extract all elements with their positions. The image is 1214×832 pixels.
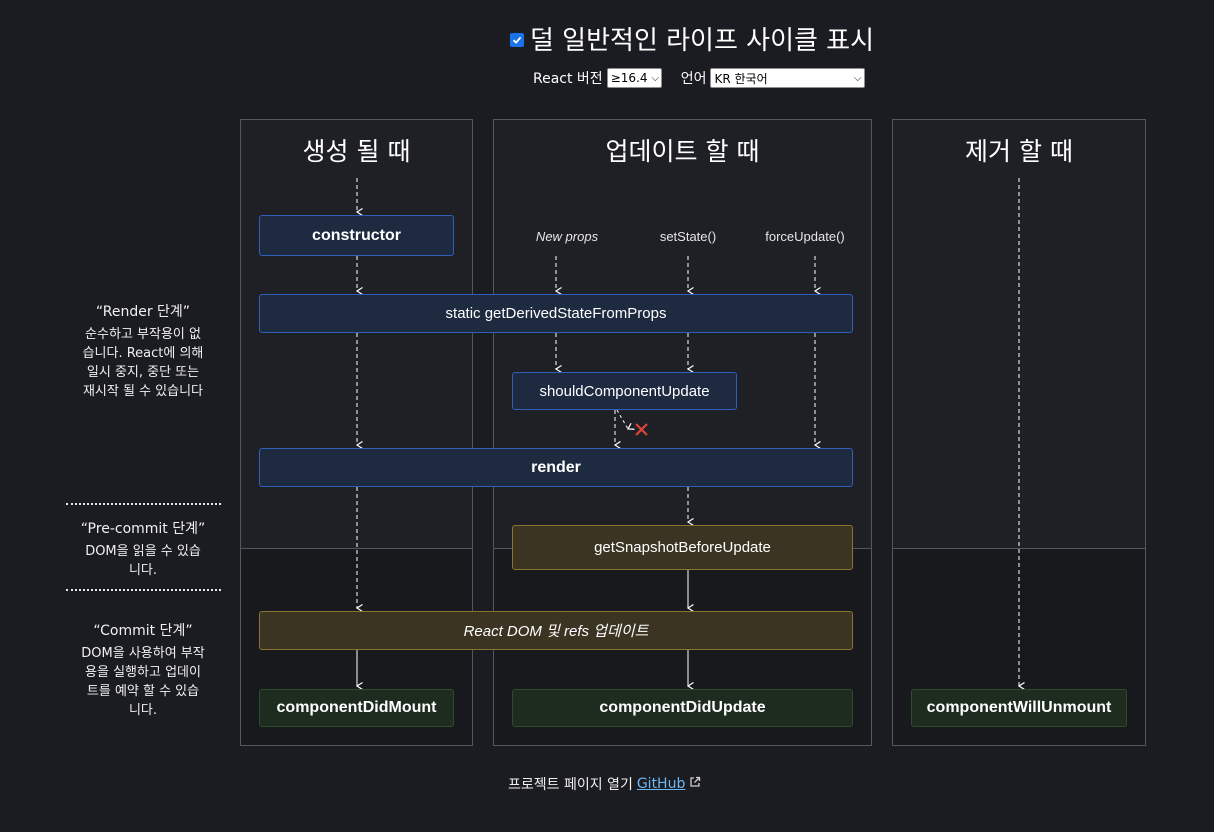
phase-line: 트를 예약 할 수 있습 — [86, 684, 200, 699]
checkbox-icon[interactable] — [510, 33, 524, 47]
phase-separator — [66, 589, 221, 591]
trigger-force-update: forceUpdate() — [765, 229, 845, 244]
commit-phase-description: “Commit 단계” DOM을 사용하여 부작 용을 실행하고 업데이 트를 … — [66, 620, 220, 720]
phase-line: 재시작 될 수 있습니다 — [82, 384, 204, 399]
render-box[interactable]: render — [259, 448, 853, 487]
render-phase-text: 순수하고 부작용이 없 습니다. React에 의해 일시 중지, 중단 또는 … — [66, 325, 220, 401]
trigger-new-props: New props — [535, 229, 599, 244]
pre-commit-phase-text: DOM을 읽을 수 있습 니다. — [66, 542, 220, 580]
react-version-value: ≥16.4 — [610, 71, 648, 85]
react-version-select[interactable]: ≥16.4 ⌵ — [606, 68, 662, 88]
arrow — [616, 409, 635, 430]
external-link-icon[interactable] — [689, 776, 701, 792]
pre-commit-phase-title: “Pre-commit 단계” — [80, 521, 206, 537]
chevron-down-icon: ⌵ — [651, 72, 660, 84]
pre-commit-phase-description: “Pre-commit 단계” DOM을 읽을 수 있습 니다. — [66, 518, 220, 580]
component-will-unmount-box[interactable]: componentWillUnmount — [911, 689, 1127, 727]
get-derived-state-from-props-box[interactable]: static getDerivedStateFromProps — [259, 294, 853, 333]
commit-phase-text: DOM을 사용하여 부작 용을 실행하고 업데이 트를 예약 할 수 있습 니다… — [66, 644, 220, 720]
settings-bar: React 버전 ≥16.4 ⌵ 언어 KR 한국어 ⌵ — [533, 66, 866, 90]
updating-column-title: 업데이트 할 때 — [605, 137, 760, 166]
commit-phase-title: “Commit 단계” — [93, 623, 193, 639]
commit-divider — [892, 548, 1146, 549]
component-did-update-box[interactable]: componentDidUpdate — [512, 689, 853, 727]
github-link[interactable]: GitHub — [636, 776, 686, 792]
unmounting-column-title: 제거 할 때 — [965, 137, 1073, 166]
react-dom-refs-update-box[interactable]: React DOM 및 refs 업데이트 — [259, 611, 853, 650]
react-version-label: React 버전 — [533, 71, 603, 87]
get-snapshot-before-update-box[interactable]: getSnapshotBeforeUpdate — [512, 525, 853, 570]
phase-line: 습니다. React에 의해 — [82, 346, 204, 361]
should-component-update-box[interactable]: shouldComponentUpdate — [512, 372, 737, 410]
phase-line: 니다. — [128, 703, 158, 718]
phase-line: DOM을 읽을 수 있습 — [85, 544, 201, 559]
show-less-common-toggle[interactable]: 덜 일반적인 라이프 사이클 표시 — [510, 20, 874, 56]
component-did-mount-box[interactable]: componentDidMount — [259, 689, 454, 727]
footer: 프로젝트 페이지 열기 GitHub — [508, 774, 701, 794]
trigger-set-state: setState() — [659, 229, 717, 244]
phase-line: DOM을 사용하여 부작 — [81, 646, 205, 661]
language-label: 언어 — [680, 71, 707, 87]
toggle-label: 덜 일반적인 라이프 사이클 표시 — [530, 25, 875, 56]
chevron-down-icon: ⌵ — [853, 72, 862, 84]
commit-divider — [240, 548, 473, 549]
phase-line: 니다. — [128, 563, 158, 578]
footer-text: 프로젝트 페이지 열기 — [508, 777, 633, 793]
language-value: KR 한국어 — [714, 71, 768, 86]
phase-line: 순수하고 부작용이 없 — [85, 327, 201, 342]
cancel-x-icon — [635, 423, 648, 436]
phase-line: 일시 중지, 중단 또는 — [86, 365, 200, 380]
constructor-box[interactable]: constructor — [259, 215, 454, 256]
language-select[interactable]: KR 한국어 ⌵ — [710, 68, 866, 88]
render-phase-description: “Render 단계” 순수하고 부작용이 없 습니다. React에 의해 일… — [66, 301, 220, 401]
phase-separator — [66, 503, 221, 505]
mounting-column-title: 생성 될 때 — [302, 137, 411, 166]
phase-line: 용을 실행하고 업데이 — [85, 665, 201, 680]
render-phase-title: “Render 단계” — [95, 304, 191, 320]
